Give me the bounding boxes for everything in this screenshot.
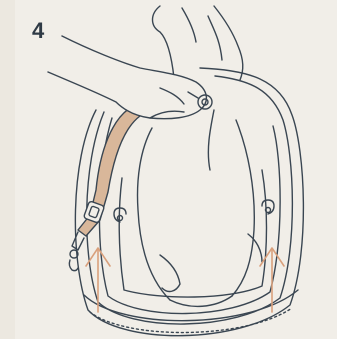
step-number: 4 (32, 19, 44, 43)
lift-arrow-icon (86, 248, 284, 312)
hand-holding-leash-icon (48, 36, 212, 119)
dog-icon (138, 6, 262, 306)
shoulder-strap-icon (69, 108, 140, 271)
